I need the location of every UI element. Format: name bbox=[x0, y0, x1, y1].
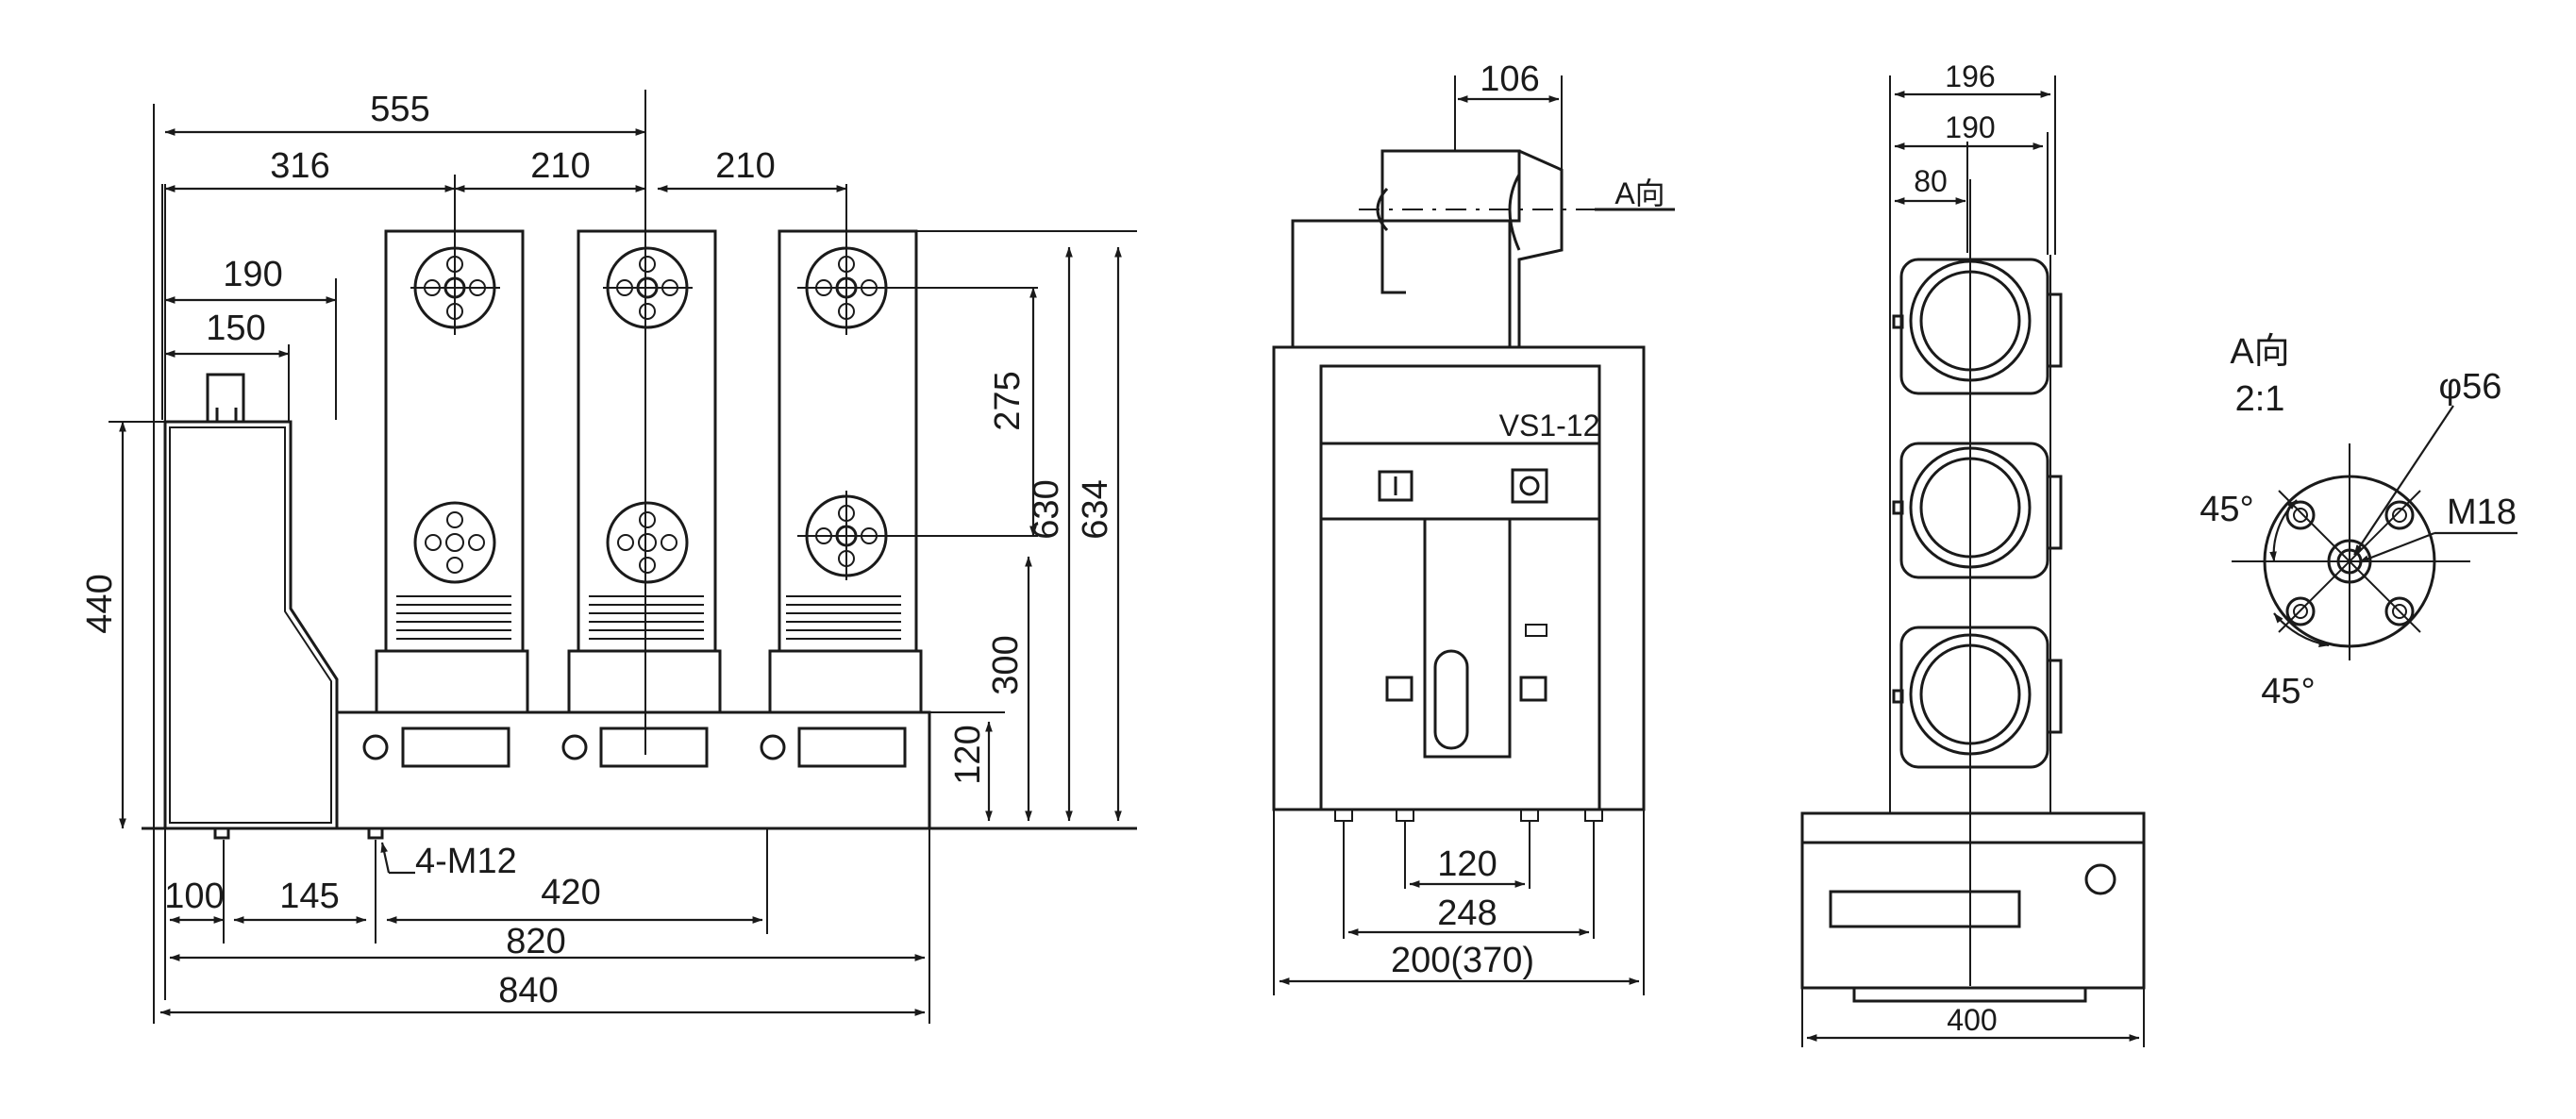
pole-3 bbox=[768, 184, 1038, 714]
dim-630: 630 bbox=[1027, 479, 1066, 539]
dim-316: 316 bbox=[270, 146, 329, 186]
dim-300: 300 bbox=[986, 635, 1026, 694]
m18-label: M18 bbox=[2447, 493, 2517, 532]
front-view: 555 316 210 210 190 150 440 275 300 630 … bbox=[80, 90, 1137, 1024]
dim-145: 145 bbox=[279, 877, 339, 916]
dim-200-370: 200(370) bbox=[1391, 941, 1534, 980]
top-pole-1 bbox=[1892, 258, 2063, 395]
top-pole-3 bbox=[1892, 626, 2063, 769]
dim-150: 150 bbox=[206, 309, 265, 348]
side-view: VS1-12 106 A向 120 bbox=[1272, 59, 1675, 995]
dim-820: 820 bbox=[506, 922, 565, 961]
pole-1 bbox=[375, 175, 529, 714]
dim-248: 248 bbox=[1437, 894, 1497, 933]
top-view: 400 196 190 80 bbox=[1800, 59, 2146, 1047]
dim-420: 420 bbox=[541, 873, 600, 912]
phi-56-label: φ56 bbox=[2439, 367, 2502, 407]
dim-275: 275 bbox=[988, 371, 1028, 430]
detail-scale: 2:1 bbox=[2235, 379, 2285, 419]
detail-view-a: A向 2:1 φ56 M18 45° 45° bbox=[2200, 332, 2517, 711]
model-label: VS1-12 bbox=[1499, 409, 1600, 443]
detail-title: A向 bbox=[2230, 332, 2289, 372]
dim-190-top: 190 bbox=[1945, 110, 1995, 144]
dim-210-a: 210 bbox=[530, 146, 590, 186]
dim-100: 100 bbox=[164, 877, 224, 916]
dim-196: 196 bbox=[1945, 59, 1995, 93]
dim-440: 440 bbox=[80, 574, 120, 633]
dim-840: 840 bbox=[498, 971, 558, 1010]
dim-210-b: 210 bbox=[715, 146, 775, 186]
angle-45-top: 45° bbox=[2200, 490, 2253, 529]
dim-634: 634 bbox=[1076, 479, 1115, 539]
pole-2 bbox=[567, 229, 722, 714]
dim-120-front: 120 bbox=[948, 725, 988, 784]
dim-106: 106 bbox=[1480, 59, 1539, 99]
top-pole-2 bbox=[1892, 442, 2063, 579]
bolt-label: 4-M12 bbox=[415, 842, 517, 881]
dim-400: 400 bbox=[1947, 1003, 1997, 1037]
dim-190: 190 bbox=[223, 255, 282, 294]
dim-120-side: 120 bbox=[1437, 844, 1497, 884]
angle-45-bottom: 45° bbox=[2261, 672, 2315, 711]
view-arrow-label: A向 bbox=[1614, 176, 1664, 210]
dim-555: 555 bbox=[370, 90, 429, 129]
dim-80: 80 bbox=[1914, 164, 1948, 198]
